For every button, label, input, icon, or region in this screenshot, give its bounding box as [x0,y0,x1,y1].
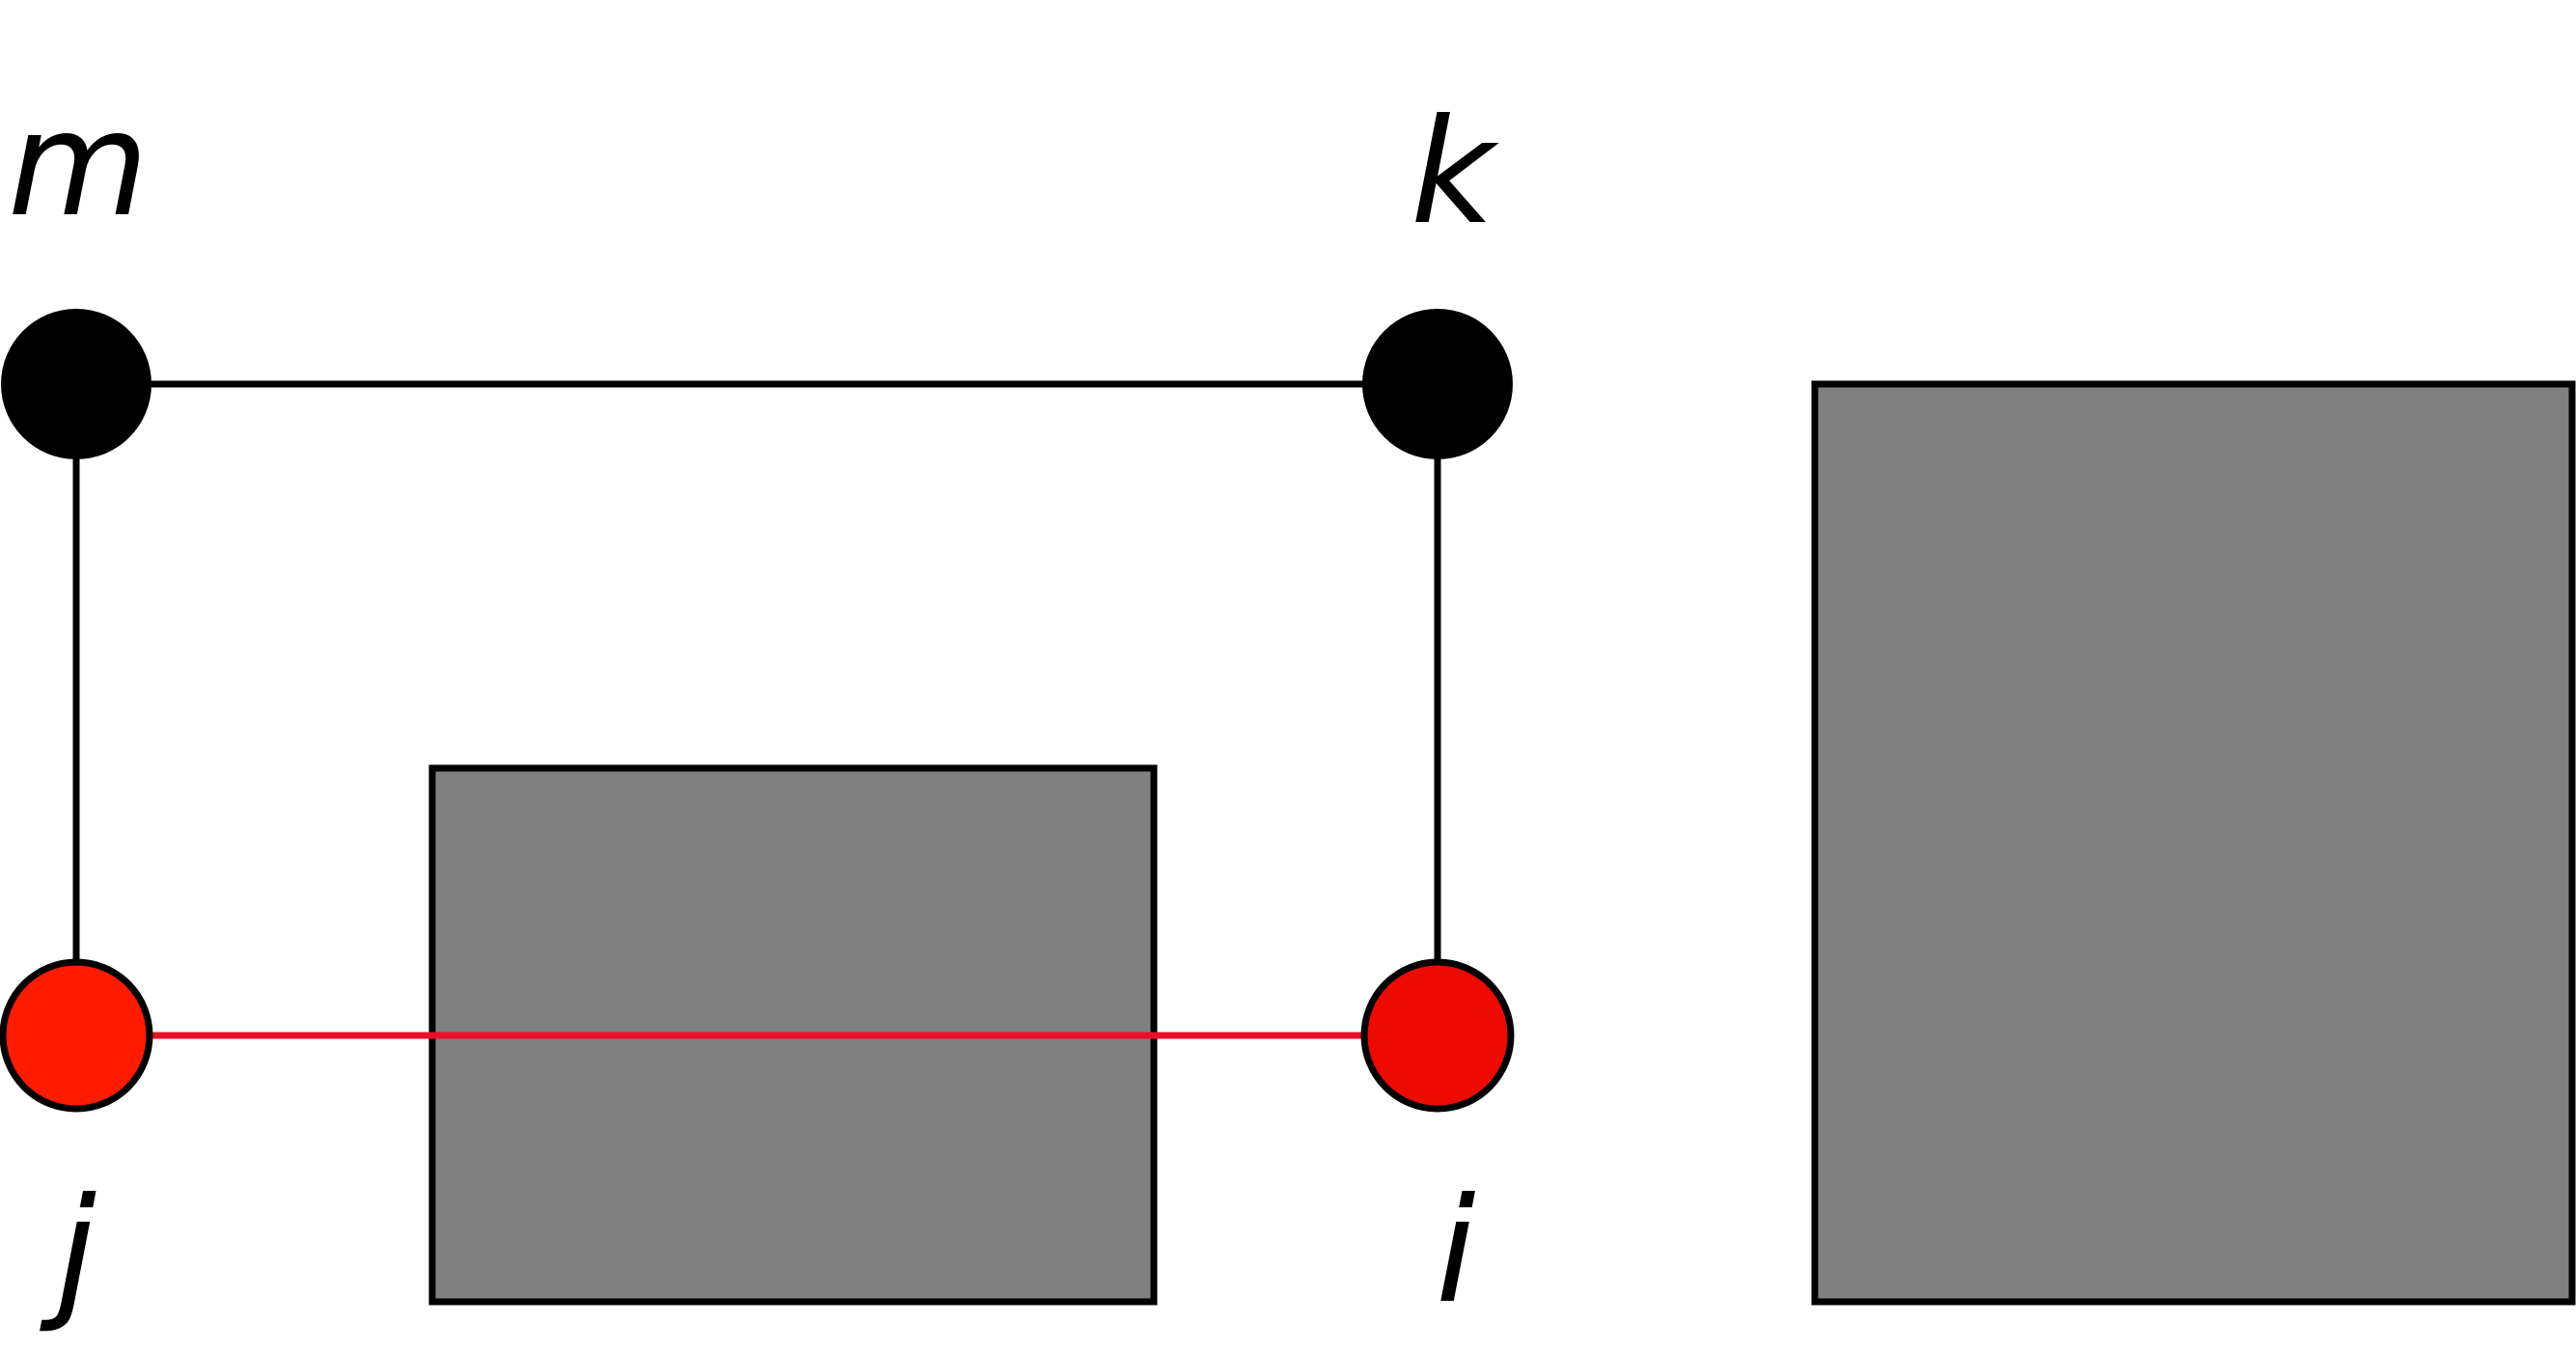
large-obstacle [1811,380,2576,1306]
node-k [1362,309,1513,459]
node-label-j: j [40,1168,96,1336]
node-m [1,309,151,459]
node-label-k: k [1411,89,1499,257]
node-label-m: m [8,81,149,249]
node-i [1360,958,1515,1113]
node-j [0,958,153,1113]
node-label-i: i [1436,1168,1476,1336]
